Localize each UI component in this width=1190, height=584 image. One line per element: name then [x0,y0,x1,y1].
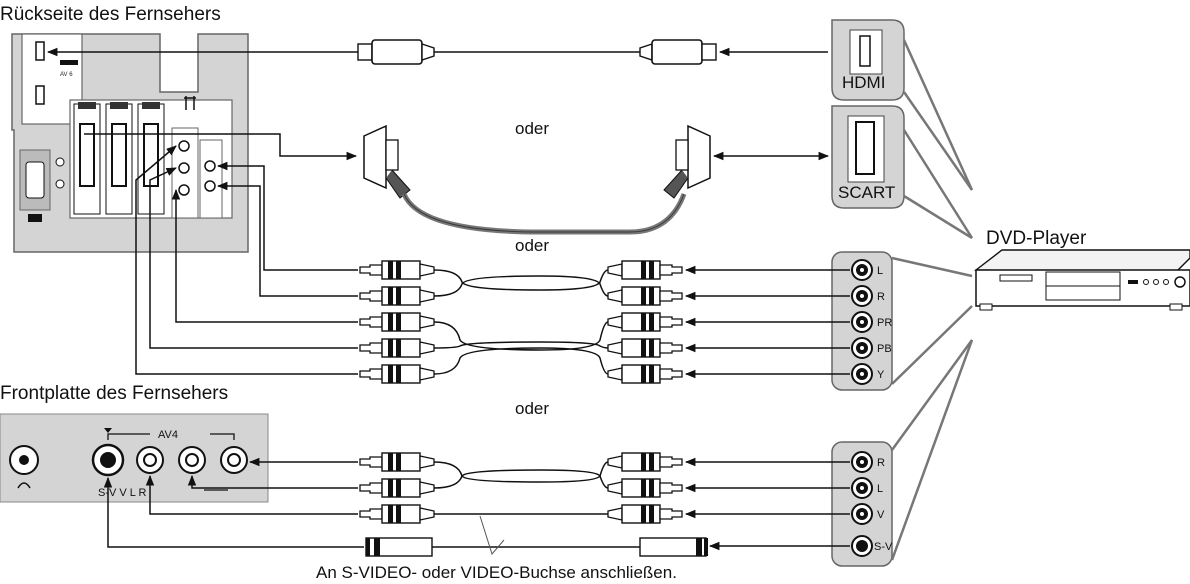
component-jack-pb: PB [877,343,892,355]
av4-label: AV4 [158,429,178,441]
component-jack-pr: PR [877,317,892,329]
av-cables [103,452,850,557]
tv-front-panel: AV4 S-V V L R [0,413,269,503]
av-jack-v: V [877,509,885,521]
dvd-player [973,249,1190,311]
dvd-link-lines [890,39,974,561]
tv-back-label: Rückseite des Fernsehers [0,4,221,25]
scart-label: SCART [838,183,895,202]
av-jack-l: L [877,483,883,495]
hdmi-cable [46,39,828,65]
av-jack-r: R [877,457,885,469]
svg-text:AV 6: AV 6 [60,72,73,78]
dvd-component-panel: L R PR PB Y [831,251,893,391]
dvd-av-panel: R L V S-V [831,441,893,567]
dvd-scart-panel: SCART [831,105,905,209]
oder-label-2: oder [515,236,549,255]
tv-front-label: Frontplatte des Fernsehers [0,383,228,404]
scart-cable [84,124,830,235]
oder-label-3: oder [515,399,549,418]
front-socket-labels: S-V V L R [98,487,147,499]
component-cables [135,145,850,384]
footnote: An S-VIDEO- oder VIDEO-Buchse anschließe… [316,563,677,582]
tv-back-panel: AV 6 [11,33,249,253]
component-jack-l: L [877,265,883,277]
dvd-player-label: DVD-Player [986,228,1087,249]
hdmi-label: HDMI [842,73,885,92]
component-jack-r: R [877,291,885,303]
av-jack-sv: S-V [874,541,893,553]
oder-label-1: oder [515,119,549,138]
dvd-hdmi-panel: HDMI [831,19,905,101]
component-jack-y: Y [877,369,885,381]
